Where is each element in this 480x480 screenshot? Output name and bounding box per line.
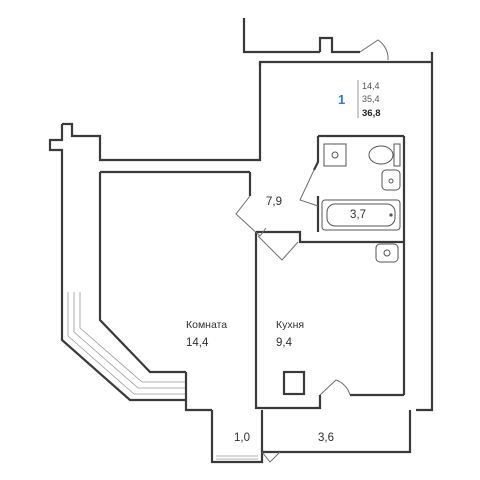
door-balcony-icon xyxy=(261,451,281,463)
summary-useful: 35,4 xyxy=(362,94,380,104)
kitchen-name: Кухня xyxy=(276,319,304,331)
door-entry-icon xyxy=(359,39,389,61)
wall-living-bottom xyxy=(184,372,212,412)
wall-left xyxy=(48,124,64,290)
wall-top-stub xyxy=(242,18,320,54)
doors xyxy=(235,39,389,463)
wall-hall-bottom xyxy=(256,230,404,244)
wall-entry-top xyxy=(258,60,432,66)
wall-kitchen-bottom xyxy=(254,372,322,410)
kitchen-sink-drain-icon xyxy=(383,249,391,257)
wall-bay xyxy=(60,290,186,402)
summary: 1 14,4 35,4 36,8 xyxy=(338,80,381,119)
door-living-icon xyxy=(257,235,299,261)
drain-icon xyxy=(331,151,339,159)
door-kitchen-icon xyxy=(319,379,351,396)
living-room-area: 14,4 xyxy=(186,337,209,349)
window-bay-1 xyxy=(67,292,186,395)
door-bath-icon xyxy=(299,169,319,207)
wall-bath-left xyxy=(313,136,320,171)
bathtub-drain-icon xyxy=(389,213,393,217)
room-labels: Комната 14,4 Кухня 9,4 7,9 3,7 1,0 3,6 xyxy=(186,196,366,444)
toilet-icon xyxy=(368,145,394,165)
walls xyxy=(48,18,434,464)
kitchen-area: 9,4 xyxy=(276,337,293,349)
wall-bay-inner xyxy=(98,292,186,374)
wall-top-right xyxy=(318,36,360,54)
living-room-name: Комната xyxy=(186,319,227,331)
window-bay-2 xyxy=(73,292,186,389)
balcony-large-area: 3,6 xyxy=(318,432,334,444)
toilet-tank-icon xyxy=(393,143,401,167)
balcony-small-area: 1,0 xyxy=(234,432,250,444)
wall-upper xyxy=(62,62,262,162)
wall-right xyxy=(416,52,434,412)
window-bay-3 xyxy=(79,292,186,383)
fixtures xyxy=(321,143,401,263)
bathroom-area: 3,7 xyxy=(350,209,366,221)
sink-drain-icon xyxy=(388,178,394,184)
summary-total: 36,8 xyxy=(362,108,381,119)
wall-balcony xyxy=(210,410,412,464)
apartment-number: 1 xyxy=(338,92,345,107)
wall-kitchen-column xyxy=(282,370,306,396)
hallway-area: 7,9 xyxy=(266,196,282,208)
bathtub-inner-icon xyxy=(326,203,396,227)
door-hall-icon xyxy=(235,195,267,237)
summary-living: 14,4 xyxy=(362,81,380,91)
